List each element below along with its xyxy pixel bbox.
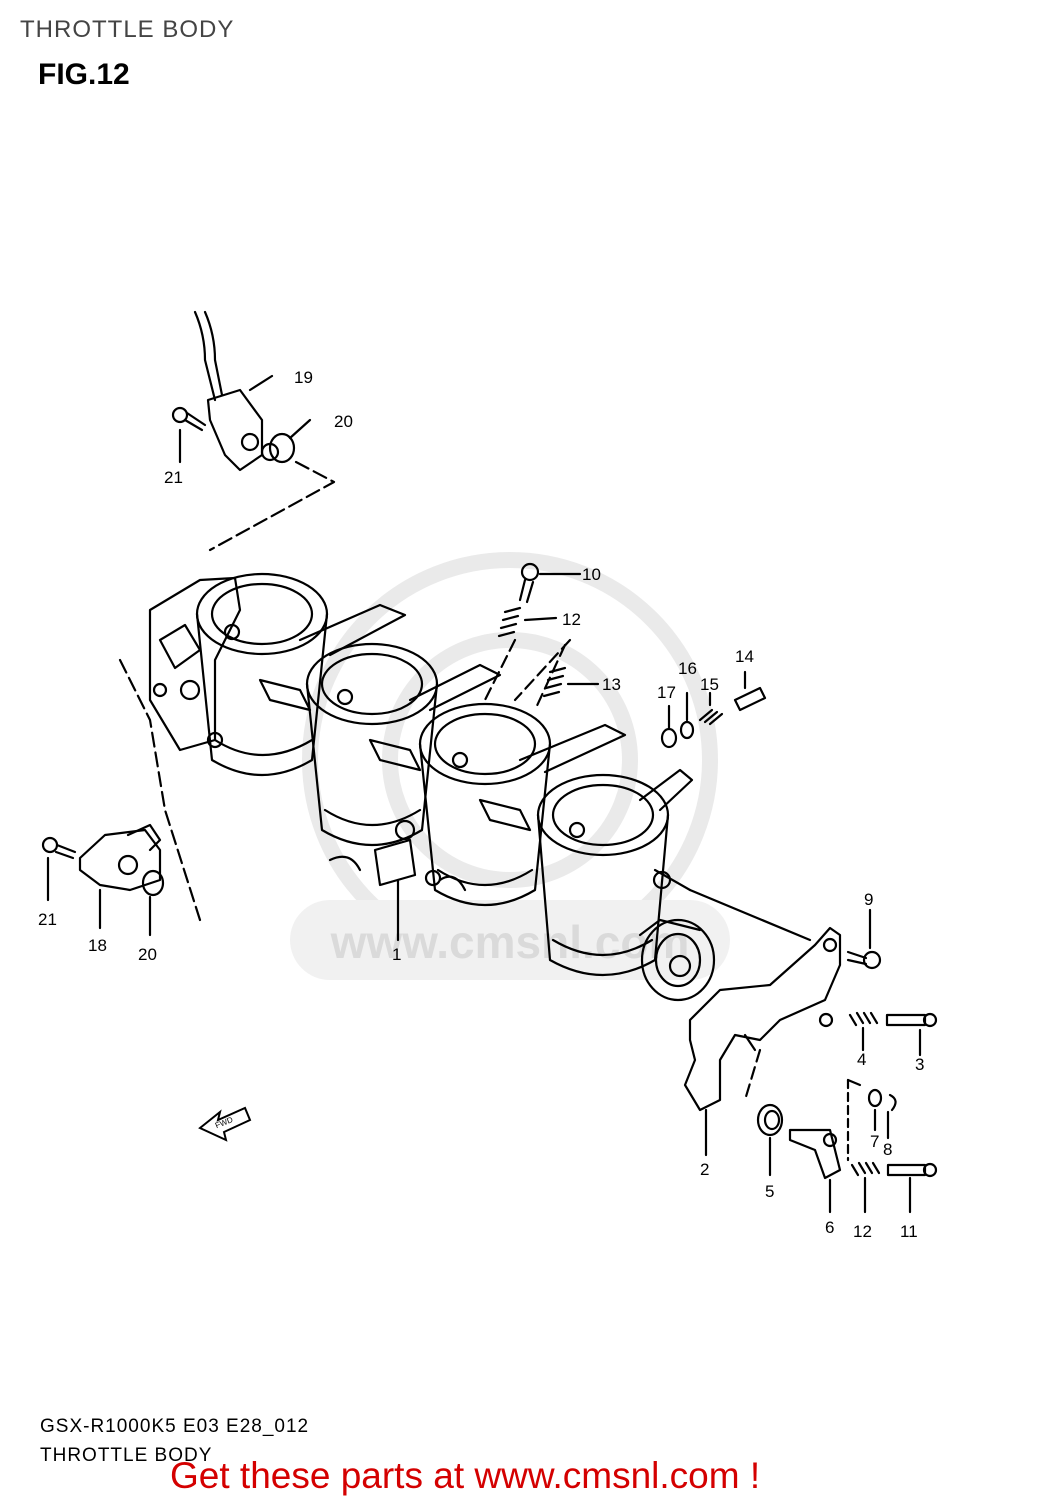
part-label: 19 [294,368,313,387]
o-ring-part-20-left [141,869,165,897]
part-label: 1 [392,945,401,964]
part-label: 10 [582,565,601,584]
part-label: 9 [864,890,873,909]
part-label: 6 [825,1218,834,1237]
part-label: 15 [700,675,719,694]
washer-part-7 [867,1088,883,1108]
part-label: 11 [900,1222,918,1241]
part-labels: 1 2 3 4 5 6 7 8 9 10 11 12 12 13 14 15 1… [38,368,924,1241]
clip-part-8 [888,1093,897,1112]
spring-part-13 [542,666,600,698]
figure-label: FIG.12 [38,58,130,91]
sensor-part-18 [78,823,162,930]
screw-part-3 [885,1012,938,1057]
screw-part-11 [886,1162,938,1214]
bolt-part-21-left [41,836,77,902]
washer-part-16 [679,720,695,740]
bolt-part-21-top [171,406,207,464]
part-label: 8 [883,1140,892,1159]
bracket-part-2 [683,888,842,1157]
bolt-part-14 [733,670,767,712]
throttle-body-assembly [148,572,716,1002]
spring-part-12-top [497,606,558,638]
part-label: 4 [857,1050,866,1069]
part-label: 18 [88,936,107,955]
watermark-text: www.cmsnl.com [330,916,690,968]
cta-link[interactable]: Get these parts at www.cmsnl.com ! [170,1455,761,1496]
spring-part-15 [698,691,724,726]
part-label: 17 [657,683,676,702]
bolt-part-9 [846,908,882,970]
part-label: 12 [853,1222,872,1241]
part-label: 21 [164,468,183,487]
screw-part-10 [518,562,582,604]
part-label: 2 [700,1160,709,1179]
part-label: 16 [678,659,697,678]
part-label: 20 [138,945,157,964]
o-ring-part-20-top [268,432,296,464]
section-title: THROTTLE BODY [20,16,235,43]
part-label: 5 [765,1182,774,1201]
part-label: 3 [915,1055,924,1074]
part-label: 12 [562,610,581,629]
fwd-arrow-icon: FWD [198,1106,252,1142]
lever-part-6 [788,1128,842,1214]
footer-title: THROTTLE BODY [40,1445,213,1466]
part-label: 13 [602,675,621,694]
part-label: 14 [735,647,754,666]
spring-part-12-bottom [850,1161,881,1214]
spring-part-4 [848,1011,879,1052]
model-code: GSX-R1000K5 E03 E28_012 [40,1416,310,1437]
spring-part-5 [756,1103,784,1177]
sensor-part-19 [193,310,280,472]
washer-part-17 [660,727,678,749]
part-label: 20 [334,412,353,431]
part-label: 7 [870,1132,879,1151]
part-label: 21 [38,910,57,929]
